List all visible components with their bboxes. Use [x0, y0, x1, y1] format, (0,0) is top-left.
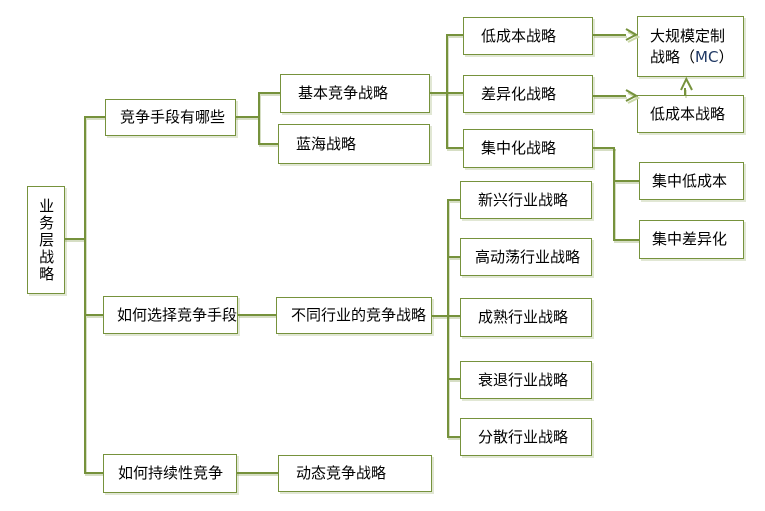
connector-line	[260, 143, 278, 145]
node-industry-strategies: 不同行业的竞争战略	[276, 297, 432, 334]
connector-line	[258, 92, 260, 145]
node-low-cost: 低成本战略	[463, 17, 593, 55]
connector-line	[432, 315, 460, 317]
connector-line	[446, 34, 448, 149]
node-dynamic-strategy: 动态竞争战略	[278, 455, 432, 492]
node-label-line2-suffix: ）	[718, 47, 734, 66]
node-label-line2: 战略（	[650, 47, 696, 66]
node-label: 分散行业战略	[478, 427, 569, 446]
node-label: 竞争手段有哪些	[120, 108, 226, 127]
connector-line	[593, 147, 615, 149]
node-label: 大规模定制 战略（MC）	[650, 26, 733, 68]
connector-line	[236, 472, 278, 474]
node-label: 成熟行业战略	[478, 308, 569, 327]
connector-line	[64, 238, 85, 240]
node-label: 如何持续性竞争	[118, 464, 224, 483]
node-root: 业务层战略	[27, 186, 65, 294]
connector-line	[615, 239, 639, 241]
connector-line	[449, 378, 460, 380]
connector-line	[449, 436, 460, 438]
node-label: 蓝海战略	[296, 134, 357, 153]
connector-line	[238, 314, 276, 316]
connector-line	[449, 199, 460, 201]
node-label: 业务层战略	[37, 197, 56, 283]
arrow-right-icon	[625, 89, 640, 104]
connector-line	[449, 256, 460, 258]
node-label: 新兴行业战略	[478, 190, 569, 209]
connector-line	[86, 116, 105, 118]
node-differentiation: 差异化战略	[463, 75, 593, 113]
node-emerging-industry: 新兴行业战略	[460, 181, 592, 219]
node-declining-industry: 衰退行业战略	[460, 361, 592, 399]
connector-line	[84, 116, 86, 474]
node-label: 集中差异化	[652, 230, 728, 249]
node-label: 不同行业的竞争战略	[291, 306, 427, 325]
node-label: 低成本战略	[650, 104, 726, 123]
connector-line	[684, 88, 686, 96]
node-label: 集中低成本	[652, 171, 728, 190]
node-focused-differentiation: 集中差异化	[639, 220, 744, 259]
node-label: 如何选择竞争手段	[117, 305, 238, 324]
connector-line	[613, 147, 615, 241]
node-mass-customization: 大规模定制 战略（MC）	[637, 16, 744, 77]
connector-line	[86, 472, 103, 474]
node-focused-low-cost: 集中低成本	[639, 162, 744, 200]
node-fragmented-industry: 分散行业战略	[460, 418, 592, 456]
connector-line	[448, 34, 463, 36]
node-blue-ocean: 蓝海战略	[278, 124, 430, 164]
node-label: 低成本战略	[481, 26, 557, 45]
node-sustained-competition: 如何持续性竞争	[103, 454, 237, 493]
node-turbulent-industry: 高动荡行业战略	[460, 238, 592, 276]
connector-line	[615, 180, 639, 182]
connector-line	[447, 199, 449, 438]
connector-line	[593, 34, 626, 36]
node-choose-means: 如何选择竞争手段	[103, 296, 238, 334]
node-basic-strategy: 基本竞争战略	[280, 74, 430, 113]
arrow-up-icon	[680, 76, 693, 91]
node-mature-industry: 成熟行业战略	[460, 298, 592, 337]
node-label: 高动荡行业战略	[475, 247, 581, 266]
node-label: 基本竞争战略	[298, 84, 389, 103]
node-label: 集中化战略	[481, 139, 557, 158]
node-label: 差异化战略	[481, 84, 557, 103]
connector-line	[448, 147, 463, 149]
node-competitive-means: 竞争手段有哪些	[105, 99, 236, 136]
connector-line	[593, 95, 626, 97]
node-label-line1: 大规模定制	[650, 26, 726, 45]
node-label-mc: MC	[695, 47, 719, 66]
node-focus: 集中化战略	[463, 129, 593, 168]
node-label: 动态竞争战略	[296, 464, 387, 483]
arrow-right-icon	[625, 28, 640, 43]
node-low-cost-2: 低成本战略	[637, 95, 744, 133]
node-label: 衰退行业战略	[478, 370, 569, 389]
connector-line	[235, 116, 259, 118]
connector-line	[86, 314, 103, 316]
connector-line	[260, 92, 280, 94]
